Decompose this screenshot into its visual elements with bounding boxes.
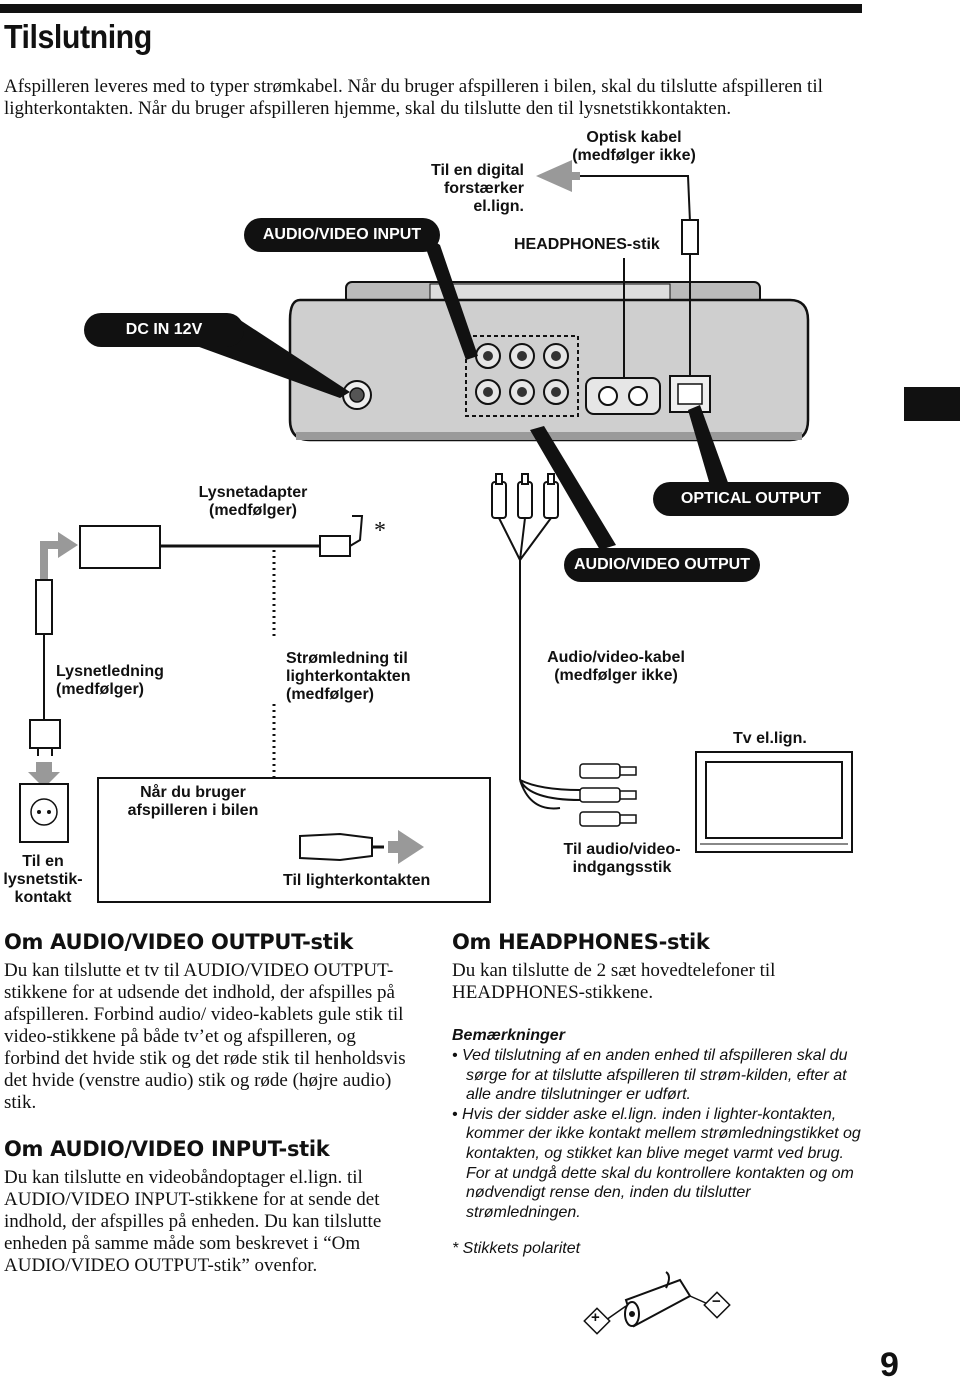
text-av-output: Du kan tilslutte et tv til AUDIO/VIDEO O… — [4, 960, 406, 1113]
label-mains-lead: Lysnetledning(medfølger) — [56, 663, 164, 698]
page-title: Tilslutning — [4, 18, 152, 55]
label-lighter-socket: Til lighterkontakten — [283, 872, 431, 889]
heading-av-output: Om AUDIO/VIDEO OUTPUT-stik — [4, 930, 354, 954]
asterisk-mark: * — [374, 518, 386, 544]
note-item: • Ved tilslutning af en anden enhed til … — [452, 1047, 848, 1104]
polarity-plus: + — [591, 1309, 600, 1326]
label-optical-cable: Optisk kabel(medfølger ikke) — [572, 129, 696, 164]
rca-plugs-illustration — [491, 473, 559, 519]
label-headphones: HEADPHONES-stik — [514, 236, 660, 253]
page-number: 9 — [880, 1346, 899, 1384]
text-headphones: Du kan tilslutte de 2 sæt hovedtelefoner… — [452, 960, 776, 1003]
notes-heading: Bemærkninger — [452, 1027, 565, 1044]
player-unit-illustration — [288, 281, 810, 442]
label-tv: Tv el.lign. — [733, 730, 807, 747]
label-av-input: AUDIO/VIDEO INPUT — [244, 218, 440, 252]
label-adapter: Lysnetadapter(medfølger) — [198, 484, 308, 519]
note-item: • Hvis der sidder aske el.lign. inden i … — [452, 1105, 861, 1221]
label-av-output: AUDIO/VIDEO OUTPUT — [564, 548, 760, 582]
label-av-cable: Audio/video-kabel(medfølger ikke) — [547, 649, 685, 684]
connection-diagram — [19, 160, 853, 903]
label-optical-output: OPTICAL OUTPUT — [653, 482, 849, 516]
polarity-caption: * Stikkets polaritet — [452, 1240, 581, 1257]
intro-paragraph: Afspilleren leveres med to typer strømka… — [4, 76, 823, 119]
label-dc-in: DC IN 12V — [84, 313, 244, 347]
polarity-minus: − — [712, 1293, 721, 1310]
section-tab-marker — [904, 387, 960, 421]
notes-list: • Ved tilslutning af en anden enhed til … — [452, 1046, 864, 1222]
top-rule — [0, 4, 862, 13]
text-av-input: Du kan tilslutte en videobåndoptager el.… — [4, 1167, 382, 1276]
heading-av-input: Om AUDIO/VIDEO INPUT-stik — [4, 1137, 330, 1161]
label-av-inputs: Til audio/video-indgangsstik — [563, 841, 681, 876]
heading-headphones: Om HEADPHONES-stik — [452, 930, 710, 954]
tv-illustration — [695, 751, 853, 853]
